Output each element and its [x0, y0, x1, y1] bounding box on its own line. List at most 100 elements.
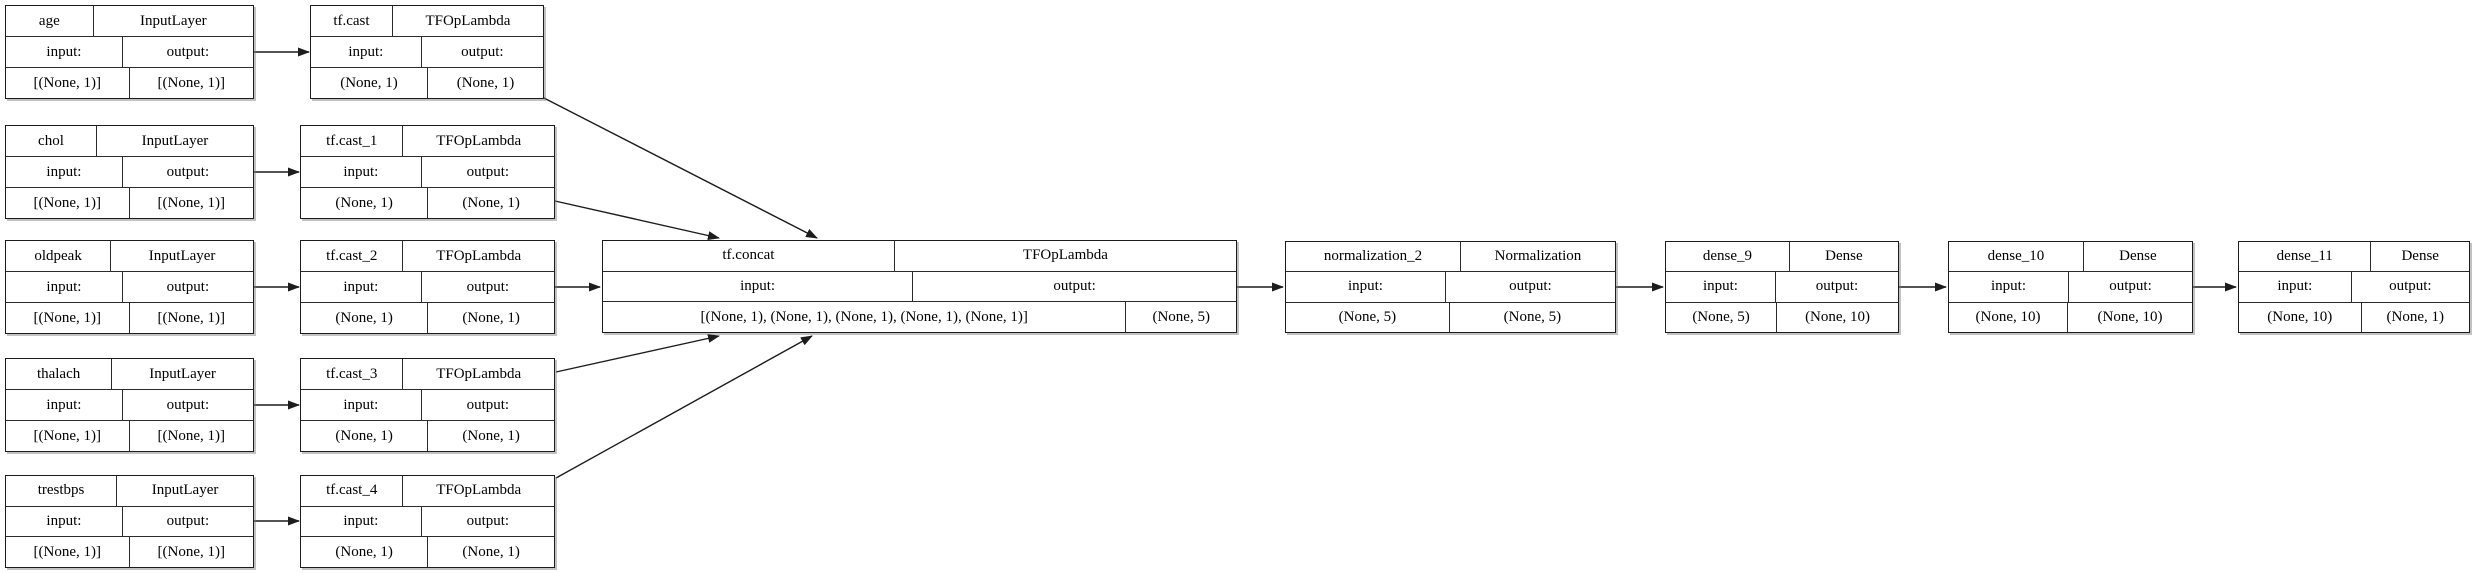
layer-type-cell: Dense	[2119, 248, 2157, 265]
input-label-cell: input:	[1666, 272, 1776, 302]
output-label-cell: output:	[466, 163, 510, 180]
node-row: input: output:	[1666, 271, 1898, 303]
output-label-cell: output:	[166, 513, 210, 529]
layer-name-cell: oldpeak	[6, 241, 112, 271]
node-normalization-2: normalization_2 Normalization input:output…	[1285, 241, 1616, 333]
edge-tf-cast-to-tf-concat	[541, 96, 818, 239]
edge-tf-cast-4-to-tf-concat	[555, 335, 813, 479]
edge-tf-cast-1-to-tf-concat	[554, 200, 720, 240]
node-row: (None, 10)(None, 10)	[1949, 302, 2192, 332]
node-row: (None, 1)(None, 1)	[301, 188, 554, 218]
layer-type-cell: TFOpLambda	[436, 482, 522, 499]
input-shape-cell: [(None, 1)]	[6, 537, 130, 568]
output-label-cell: output:	[2389, 278, 2432, 295]
input-label-cell: input:	[6, 157, 123, 187]
layer-name-cell: tf.concat	[603, 241, 895, 271]
output-label-cell: output:	[166, 43, 210, 60]
output-shape-cell: (None, 5)	[1152, 308, 1210, 325]
output-shape-cell: [(None, 1)]	[157, 194, 225, 211]
node-row: input:output:	[603, 270, 1236, 303]
layer-name-cell: tf.cast_1	[301, 126, 404, 156]
node-row: [(None, 1)] [(None, 1)]	[6, 68, 253, 98]
input-label-cell: input:	[2239, 272, 2352, 302]
input-label-cell: input:	[603, 271, 914, 302]
output-shape-cell: (None, 5)	[1503, 308, 1562, 325]
node-row: input:output:	[301, 156, 554, 188]
node-row: tf.cast_4 TFOpLambda	[301, 476, 554, 506]
layer-name-cell: dense_10	[1949, 242, 2084, 272]
layer-type-cell: Dense	[1825, 248, 1863, 265]
node-row: [(None, 1)] [(None, 1)]	[6, 303, 253, 333]
layer-type-cell: InputLayer	[140, 12, 207, 29]
output-label-cell: output:	[1509, 278, 1552, 295]
node-row: input:output:	[301, 505, 554, 538]
input-shape-cell: (None, 5)	[1286, 302, 1450, 332]
node-row: input:output:	[301, 271, 554, 303]
input-shape-cell: (None, 1)	[311, 68, 428, 98]
output-label-cell: output:	[1815, 278, 1859, 295]
node-row: (None, 1)(None, 1)	[301, 537, 554, 568]
layer-name-cell: trestbps	[6, 476, 118, 506]
output-label-cell: output:	[166, 396, 210, 413]
layer-type-cell: InputLayer	[141, 132, 209, 149]
node-row: (None, 1)(None, 1)	[301, 421, 554, 451]
input-label-cell: input:	[1949, 272, 2070, 302]
input-label-cell: input:	[6, 272, 123, 302]
node-row: tf.concat TFOpLambda	[603, 241, 1236, 271]
node-tf-concat: tf.concat TFOpLambda input:output:[(None, …	[602, 240, 1237, 333]
output-shape-cell: [(None, 1)]	[157, 309, 225, 326]
node-row: (None, 1) (None, 1)	[311, 68, 543, 98]
edge-tf-cast-3-to-tf-concat	[555, 333, 720, 373]
output-label-cell: output:	[461, 43, 504, 60]
layer-name-cell: dense_9	[1666, 242, 1790, 272]
node-row: tf.cast_2 TFOpLambda	[301, 241, 554, 271]
input-label-cell: input:	[6, 506, 123, 537]
output-shape-cell: (None, 1)	[462, 309, 520, 326]
input-shape-cell: (None, 5)	[1666, 302, 1778, 332]
output-label-cell: output:	[166, 163, 210, 180]
input-shape-cell: (None, 10)	[2239, 302, 2362, 332]
layer-type-cell: TFOpLambda	[1022, 247, 1108, 264]
layer-type-cell: Normalization	[1494, 248, 1582, 265]
node-row: normalization_2 Normalization	[1286, 242, 1615, 272]
output-label-cell: output:	[466, 278, 510, 295]
input-shape-cell: [(None, 1)]	[6, 188, 130, 218]
node-row: dense_10 Dense	[1949, 242, 2192, 272]
input-shape-cell: [(None, 1)]	[6, 303, 130, 333]
layer-name-cell: tf.cast_4	[301, 476, 404, 506]
output-shape-cell: [(None, 1)]	[157, 74, 225, 91]
node-row: input:output:	[6, 271, 253, 303]
output-shape-cell: (None, 1)	[456, 74, 515, 91]
node-row: input:output:	[1286, 271, 1615, 303]
layer-type-cell: TFOpLambda	[436, 247, 522, 264]
node-row: (None, 5) (None, 10)	[1666, 302, 1898, 332]
output-label-cell: output:	[466, 396, 510, 413]
layer-name-cell: normalization_2	[1286, 242, 1462, 272]
input-shape-cell: [(None, 1), (None, 1), (None, 1), (None,…	[603, 302, 1127, 333]
layer-type-cell: InputLayer	[148, 247, 216, 264]
layer-name-cell: tf.cast_2	[301, 241, 404, 271]
node-row: [(None, 1)] [(None, 1)]	[6, 188, 253, 218]
node-row: input: output:	[6, 156, 253, 188]
layer-type-cell: TFOpLambda	[425, 12, 511, 29]
input-shape-cell: [(None, 1)]	[6, 68, 130, 98]
output-shape-cell: (None, 10)	[1805, 308, 1871, 325]
input-label-cell: input:	[311, 37, 422, 67]
input-shape-cell: (None, 1)	[301, 303, 429, 333]
